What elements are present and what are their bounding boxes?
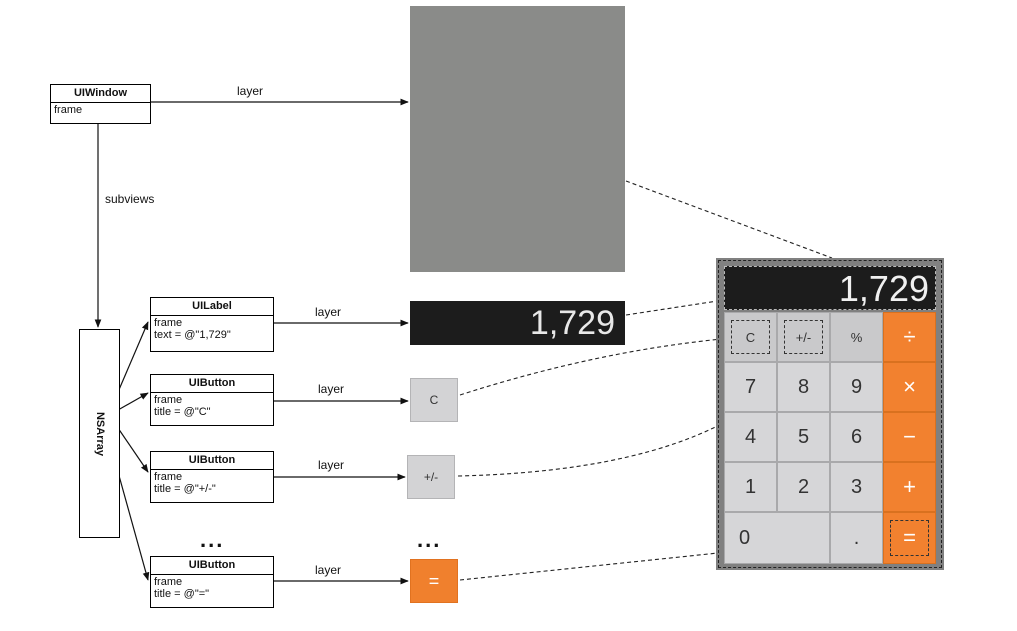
- uiwindow-box: UIWindow frame: [50, 84, 151, 124]
- uilabel-title: UILabel: [151, 298, 273, 316]
- label-layer-rect: 1,729: [410, 301, 625, 345]
- key-9[interactable]: 9: [830, 362, 883, 412]
- uilabel-box: UILabel frame text = @"1,729": [150, 297, 274, 352]
- nsarray-title: NSArray: [93, 411, 106, 456]
- uibutton-eq-prop-frame: frame: [154, 576, 183, 588]
- uibutton-c-prop-frame: frame: [154, 394, 183, 406]
- key-5[interactable]: 5: [777, 412, 830, 462]
- uibutton-eq-layer-label: layer: [315, 563, 342, 577]
- key-4[interactable]: 4: [724, 412, 777, 462]
- subviews-label: subviews: [105, 192, 155, 206]
- uilabel-prop-text: text = @"1,729": [154, 329, 231, 341]
- key-multiply[interactable]: ×: [883, 362, 936, 412]
- button-pm-layer: +/-: [407, 455, 455, 499]
- key-divide[interactable]: ÷: [883, 312, 936, 362]
- uiwindow-prop-frame: frame: [54, 104, 83, 116]
- key-6[interactable]: 6: [830, 412, 883, 462]
- uibutton-c-box: UIButton frame title = @"C": [150, 374, 274, 426]
- key-8[interactable]: 8: [777, 362, 830, 412]
- arrow-array-c: [117, 392, 149, 411]
- key-minus[interactable]: −: [883, 412, 936, 462]
- uibutton-c-layer-label: layer: [318, 382, 345, 396]
- calculator-display: 1,729: [724, 266, 936, 310]
- key-1[interactable]: 1: [724, 462, 777, 512]
- uibutton-pm-box: UIButton frame title = @"+/-": [150, 451, 274, 503]
- calculator-keypad: C +/- % ÷ 7 8 9 × 4 5 6 − 1 2 3 + 0 . =: [724, 312, 936, 564]
- arrow-array-eq: [117, 471, 150, 581]
- nsarray-box: NSArray: [79, 329, 120, 538]
- uibutton-pm-title: UIButton: [151, 452, 273, 470]
- key-decimal[interactable]: .: [830, 512, 883, 564]
- dashed-c-key: [459, 337, 733, 396]
- uibutton-pm-layer-label: layer: [318, 458, 345, 472]
- arrow-array-label: [117, 321, 149, 393]
- button-eq-layer: =: [410, 559, 458, 603]
- key-percent[interactable]: %: [830, 312, 883, 362]
- key-2[interactable]: 2: [777, 462, 830, 512]
- ellipsis-layers: ...: [417, 527, 442, 552]
- key-3[interactable]: 3: [830, 462, 883, 512]
- key-clear[interactable]: C: [724, 312, 777, 362]
- uibutton-eq-box: UIButton frame title = @"=": [150, 556, 274, 608]
- key-plus[interactable]: +: [883, 462, 936, 512]
- uiwindow-title: UIWindow: [51, 85, 150, 103]
- uibutton-eq-prop-title: title = @"=": [154, 588, 210, 600]
- uibutton-pm-prop-title: title = @"+/-": [154, 483, 216, 495]
- calculator-frame: [718, 260, 942, 568]
- uibutton-c-prop-title: title = @"C": [154, 406, 211, 418]
- uibutton-pm-prop-frame: frame: [154, 471, 183, 483]
- dashed-window-calc: [625, 180, 833, 259]
- key-7[interactable]: 7: [724, 362, 777, 412]
- key-0[interactable]: 0: [724, 512, 830, 564]
- arrow-array-pm: [117, 427, 149, 473]
- uibutton-c-title: UIButton: [151, 375, 273, 393]
- key-equals[interactable]: =: [883, 512, 936, 564]
- window-layer-label: layer: [237, 84, 264, 98]
- uilabel-prop-frame: frame: [154, 317, 183, 329]
- dashed-label-display: [625, 299, 725, 316]
- key-plus-minus[interactable]: +/-: [777, 312, 830, 362]
- window-layer-rect: [410, 6, 625, 272]
- button-c-layer: C: [410, 378, 458, 422]
- ellipsis-objects: ...: [200, 527, 225, 552]
- uibutton-eq-title: UIButton: [151, 557, 273, 575]
- calculator-window: 1,729 C +/- % ÷ 7 8 9 × 4 5 6 − 1 2 3 + …: [716, 258, 944, 570]
- uilabel-layer-label: layer: [315, 305, 342, 319]
